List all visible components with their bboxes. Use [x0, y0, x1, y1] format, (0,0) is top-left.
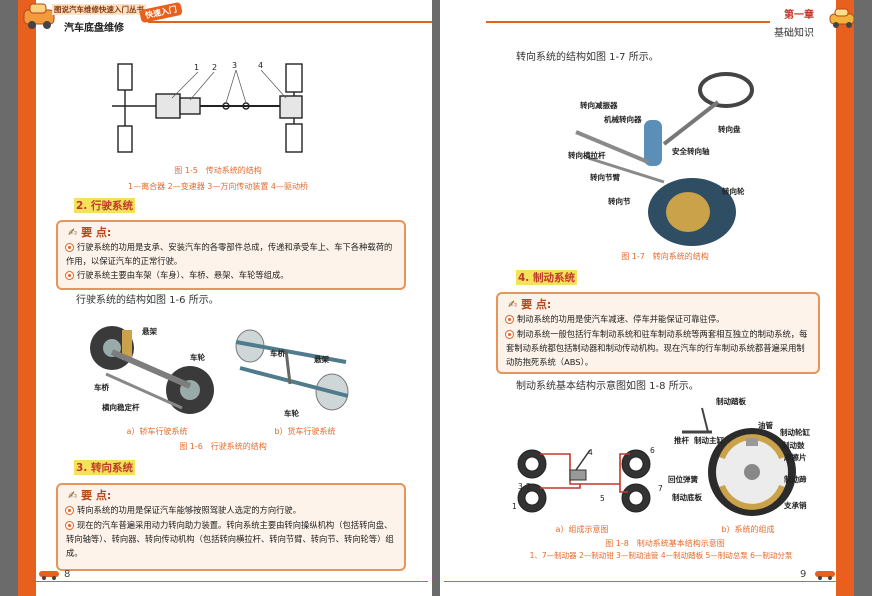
- steering-system-illustration: [575, 72, 754, 246]
- fig1-5-number: 3: [232, 61, 237, 70]
- chapter-subtitle: 基础知识: [774, 28, 814, 39]
- page-number: 8: [64, 569, 71, 580]
- fig1-7-label: 转向节臂: [590, 173, 620, 182]
- footer-car-icon: [39, 571, 59, 580]
- fig1-8b-label: 推杆: [674, 436, 689, 445]
- truck-suspension-illustration: [235, 329, 349, 411]
- page-number: 9: [800, 569, 807, 580]
- chapter-label: 第一章: [784, 10, 814, 21]
- key-points-box: ✍ 要 点: 制动系统的功用是使汽车减速、停车并能保证可靠驻停。 制动系统一般包…: [496, 292, 820, 374]
- fig1-8b-label: 制动主缸: [694, 436, 724, 445]
- car-suspension-illustration: [90, 326, 214, 414]
- fig1-8b-label: 制动底板: [672, 493, 702, 502]
- fig1-6-intro: 行驶系统的结构如图 1-6 所示。: [76, 295, 219, 306]
- drum-brake-illustration: [682, 407, 796, 516]
- key-point: 制动系统一般包括行车制动系统和驻车制动系统等两套相互独立的制动系统，每套制动系统…: [506, 329, 808, 367]
- fig1-7-label: 转向减振器: [580, 101, 618, 110]
- section-title-running-system: 2. 行驶系统: [74, 198, 135, 213]
- header-rule: [486, 21, 770, 23]
- bullet-icon: [506, 316, 513, 323]
- fig1-6b-label: 车轮: [284, 409, 299, 418]
- section-title-steering-system: 3. 转向系统: [74, 460, 135, 475]
- bullet-icon: [506, 331, 513, 338]
- fig1-6-caption: 图 1-6 行驶系统的结构: [179, 442, 267, 451]
- bullet-icon: [66, 272, 73, 279]
- fig1-5-number: 2: [212, 63, 217, 72]
- left-header: 图说汽车维修快速入门丛书 汽车底盘维修: [22, 0, 182, 36]
- fig1-7-label: 安全转向轴: [672, 147, 710, 156]
- fig1-8b-label: 油管: [758, 421, 773, 430]
- footer-rule: [36, 581, 428, 582]
- key-point: 行驶系统的功用是支承、安装汽车的各零部件总成，传递和承受车上、车下各种载荷的作用…: [66, 242, 393, 266]
- key-point: 制动系统的功用是使汽车减速、停车并能保证可靠驻停。: [506, 312, 810, 326]
- fig1-7-label: 转向盘: [718, 125, 741, 134]
- key-points-title: ✍ 要 点:: [68, 226, 112, 239]
- fig1-7-label: 机械转向器: [604, 115, 642, 124]
- pen-icon: ✍: [68, 489, 78, 502]
- key-points-box: ✍ 要 点: 转向系统的功用是保证汽车能够按照驾驶人选定的方向行驶。 现在的汽车…: [56, 483, 406, 571]
- section-title-braking-system: 4. 制动系统: [516, 270, 577, 285]
- right-page-side-band: [836, 0, 854, 596]
- footer-car-icon: [815, 571, 835, 580]
- fig1-5-number: 1: [194, 63, 199, 72]
- key-point: 现在的汽车普遍采用动力转向助力装置。转向系统主要由转向操纵机构（包括转向盘、转向…: [66, 520, 394, 558]
- fig1-8-intro: 制动系统基本结构示意图如图 1-8 所示。: [516, 381, 699, 392]
- fig1-8-legend: 1、7—制动器 2—制动钳 3—制动油管 4—制动踏板 5—制动总泵 6—制动分…: [529, 551, 793, 560]
- fig1-5-legend: 1—离合器 2—变速器 3—万向传动装置 4—驱动桥: [128, 182, 308, 191]
- fig1-7-label: 转向横拉杆: [568, 151, 606, 160]
- fig1-6b-label: 车桥: [270, 349, 285, 358]
- right-page: 第一章 基础知识 转向系统的结构如图 1-7 所示。 转向减振器 机械转向器 转…: [440, 0, 854, 596]
- fig1-7-intro: 转向系统的结构如图 1-7 所示。: [516, 52, 659, 63]
- header-rule: [148, 21, 432, 23]
- fig1-8a-number: 7: [658, 484, 663, 493]
- pen-icon: ✍: [508, 298, 518, 311]
- bullet-icon: [66, 507, 73, 514]
- fig1-6b-subcaption: b）货车行驶系统: [274, 427, 336, 436]
- fig1-7-label: 转向轮: [722, 187, 745, 196]
- fig1-8b-label: 制动轮缸: [780, 428, 810, 437]
- series-name: 图说汽车维修快速入门丛书: [52, 4, 146, 15]
- key-points-title: ✍ 要 点:: [508, 298, 552, 311]
- fig1-7-label: 转向节: [608, 197, 631, 206]
- bullet-icon: [66, 244, 73, 251]
- fig1-8b-label: 支承销: [784, 501, 807, 510]
- fig1-8a-number: 4: [588, 448, 593, 457]
- fig1-8-caption: 图 1-8 制动系统基本结构示意图: [605, 539, 725, 548]
- brake-schematic-diagram: [517, 449, 651, 513]
- fig1-6a-label: 悬架: [142, 327, 157, 336]
- fig1-6a-label: 横向稳定杆: [102, 403, 140, 412]
- book-title: 汽车底盘维修: [64, 23, 124, 34]
- bullet-icon: [66, 522, 73, 529]
- drivetrain-diagram: 1 2 3 4: [112, 61, 303, 153]
- fig1-6a-label: 车轮: [190, 353, 205, 362]
- fig1-8b-label: 摩擦片: [784, 453, 807, 462]
- fig1-8b-label: 回位弹簧: [668, 475, 698, 484]
- fig1-6b-label: 悬架: [314, 355, 329, 364]
- fig1-5-caption: 图 1-5 传动系统的结构: [174, 166, 262, 175]
- car-logo-icon: [23, 3, 55, 29]
- left-page: 图说汽车维修快速入门丛书 汽车底盘维修 快速入门 1 2 3 4 图 1-5 传…: [18, 0, 432, 596]
- key-points-box: ✍ 要 点: 行驶系统的功用是支承、安装汽车的各零部件总成，传递和承受车上、车下…: [56, 220, 406, 290]
- fig1-8a-number: 6: [650, 446, 655, 455]
- fig1-8a-number: 3: [518, 482, 523, 491]
- fig1-8a-number: 1: [512, 502, 517, 511]
- fig1-6a-label: 车桥: [94, 383, 109, 392]
- fig1-5-number: 4: [258, 61, 263, 70]
- fig1-8b-label: 制动踏板: [716, 397, 746, 406]
- left-page-side-band: [18, 0, 36, 596]
- key-point: 行驶系统主要由车架（车身）、车桥、悬架、车轮等组成。: [66, 268, 396, 282]
- fig1-7-caption: 图 1-7 转向系统的结构: [621, 252, 709, 261]
- fig1-8a-subcaption: a）组成示意图: [555, 525, 609, 534]
- fig1-8a-number: 2: [526, 482, 531, 491]
- car-logo-icon: [829, 8, 854, 28]
- fig1-8b-label: 制动蹄: [784, 475, 807, 484]
- pen-icon: ✍: [68, 226, 78, 239]
- fig1-8b-subcaption: b）系统的组成: [721, 525, 775, 534]
- fig1-8a-number: 5: [600, 494, 605, 503]
- key-point: 转向系统的功用是保证汽车能够按照驾驶人选定的方向行驶。: [66, 503, 396, 517]
- footer-rule: [444, 581, 836, 582]
- fig1-6a-subcaption: a）轿车行驶系统: [126, 427, 188, 436]
- key-points-title: ✍ 要 点:: [68, 489, 112, 502]
- fig1-8b-label: 制动鼓: [782, 441, 805, 450]
